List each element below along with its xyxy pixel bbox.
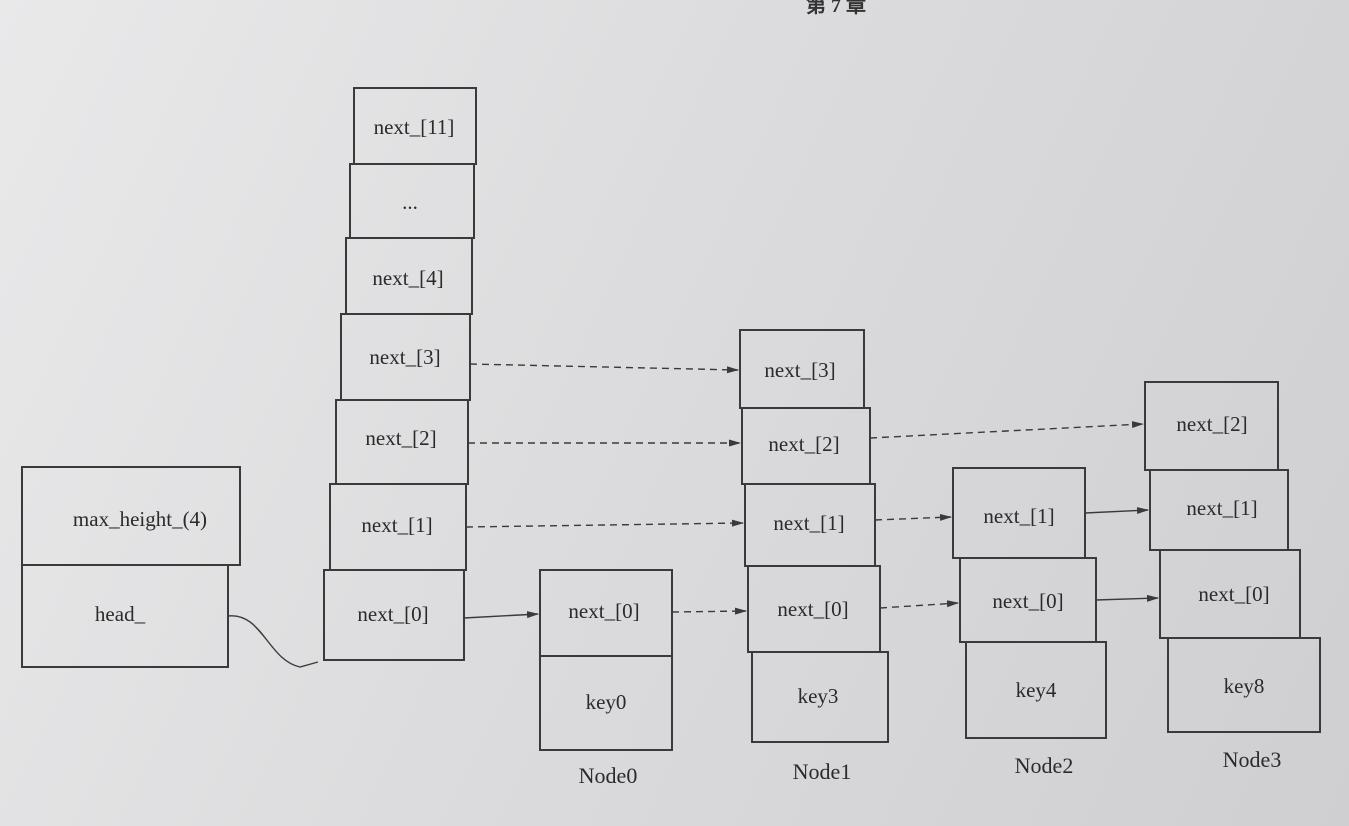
node-3: next_[2] next_[1] next_[0] key8 Node3 [1144, 381, 1321, 772]
node-0-level-0-label: next_[0] [568, 599, 639, 623]
node-2-name: Node2 [1015, 753, 1074, 778]
node-1-level-1-label: next_[1] [773, 511, 844, 535]
node-1-key-label: key3 [798, 684, 839, 708]
node-1-level-3-label: next_[3] [764, 358, 835, 382]
skiplist-links [463, 363, 1159, 619]
node-1-level-0-label: next_[0] [777, 597, 848, 621]
head-struct: max_height_(4) head_ [21, 466, 241, 668]
node-2-key-cell [965, 641, 1107, 739]
head-tower-label: next_[2] [365, 426, 436, 450]
node-3-level-1-label: next_[1] [1186, 496, 1257, 520]
head-tower: next_[11] ... next_[4] next_[3] next_[2]… [323, 87, 477, 661]
node-2-level-1-label: next_[1] [983, 504, 1054, 528]
link-node-1-level-0-to-node-2 [879, 600, 959, 609]
link-head-level-0-to-node-0 [463, 611, 539, 619]
head-tower-label: next_[11] [374, 115, 455, 139]
page-header: 第 7 章 [806, 0, 866, 17]
node-0-key-label: key0 [586, 690, 627, 714]
node-0-name: Node0 [579, 763, 638, 788]
max-height-label: max_height_(4) [73, 507, 207, 531]
head-tower-label: next_[3] [369, 345, 440, 369]
node-0: next_[0] key0 Node0 [539, 569, 673, 788]
link-node-2-level-1-to-node-3 [1084, 507, 1149, 515]
node-1: next_[3] next_[2] next_[1] next_[0] key3… [739, 329, 889, 784]
head-pointer-link [227, 615, 319, 668]
node-3-key-label: key8 [1224, 674, 1265, 698]
head-tower-label: next_[4] [372, 266, 443, 290]
node-2-key-label: key4 [1016, 678, 1057, 702]
node-1-key-cell [751, 651, 889, 743]
link-node-1-level-2-to-node-3 [869, 421, 1144, 439]
node-3-level-0-label: next_[0] [1198, 582, 1269, 606]
link-node-2-level-0-to-node-3 [1095, 594, 1159, 602]
node-1-name: Node1 [793, 759, 852, 784]
head-label: head_ [95, 602, 146, 626]
node-1-level-2-label: next_[2] [768, 432, 839, 456]
node-0-key-cell [539, 655, 673, 751]
node-3-name: Node3 [1223, 747, 1282, 772]
node-3-key-cell [1167, 637, 1321, 733]
node-2-level-0-label: next_[0] [992, 589, 1063, 613]
node-2: next_[1] next_[0] key4 Node2 [952, 467, 1107, 778]
node-3-level-2-label: next_[2] [1176, 412, 1247, 436]
head-tower-cell-0 [323, 569, 465, 661]
link-node-0-level-0-to-node-1 [671, 607, 747, 615]
head-tower-label: next_[0] [357, 602, 428, 626]
link-node-1-level-1-to-node-2 [874, 513, 952, 521]
head-tower-label: next_[1] [361, 513, 432, 537]
link-head-level-3-to-node-1 [469, 363, 739, 374]
head-tower-label: ... [402, 190, 418, 214]
link-head-level-1-to-node-1 [465, 519, 744, 528]
